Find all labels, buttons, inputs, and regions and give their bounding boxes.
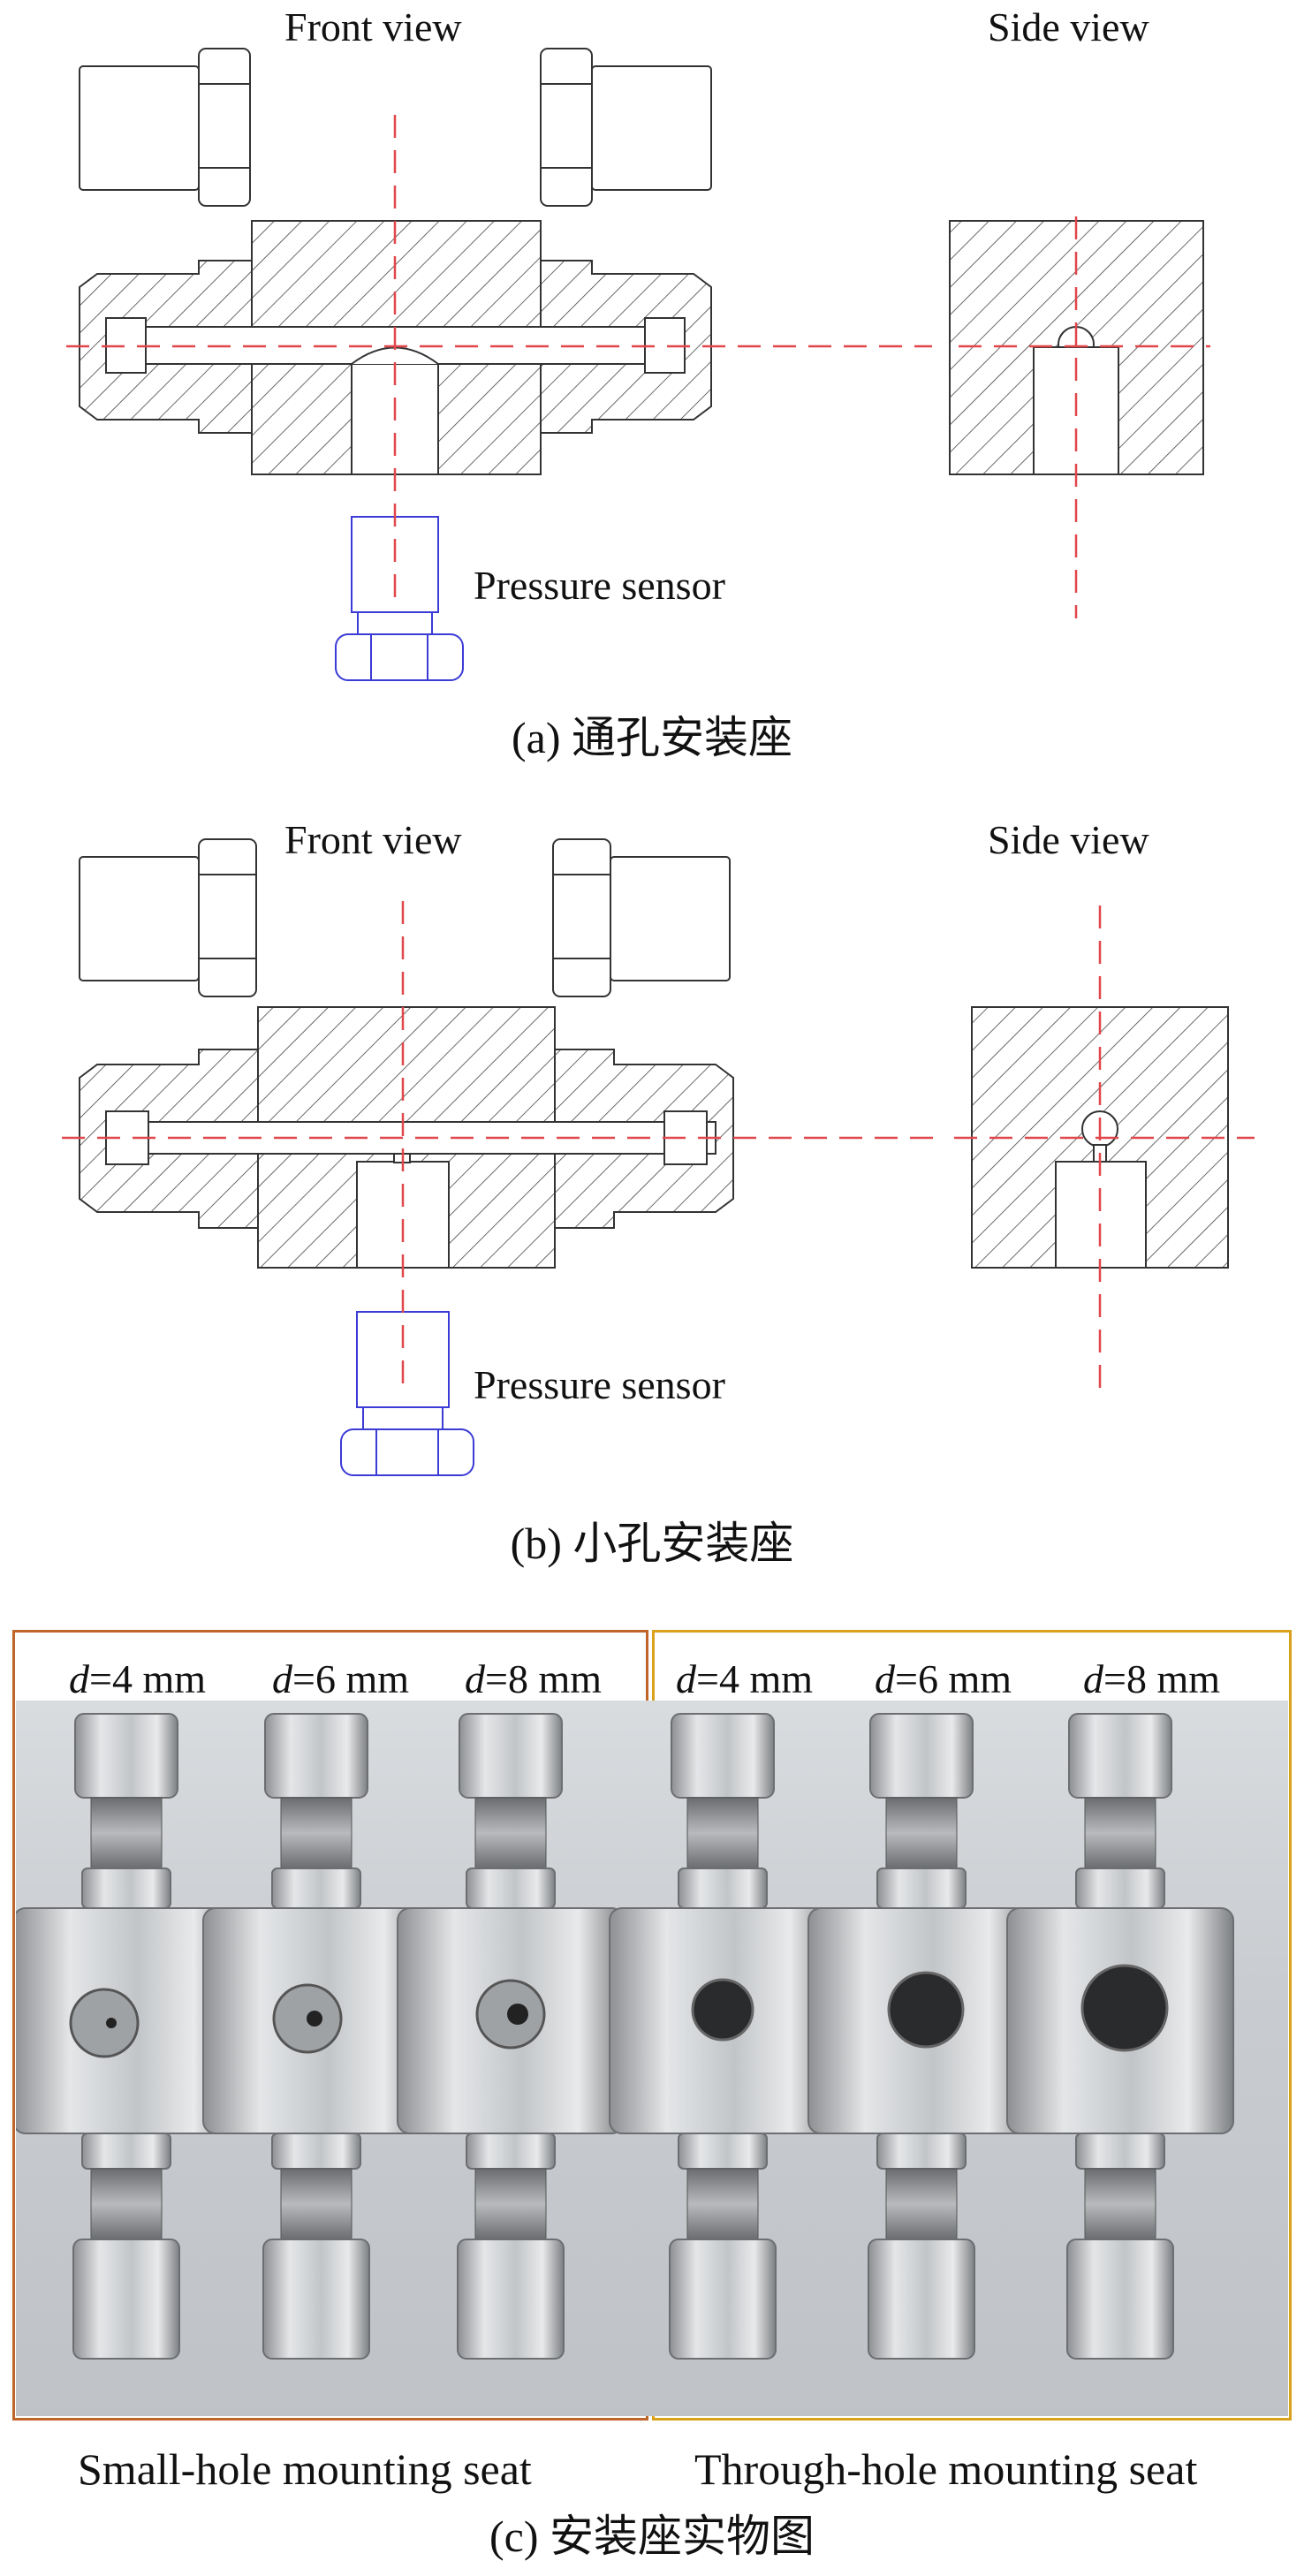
side-view-label-a: Side view xyxy=(988,4,1149,49)
diameter-label-5: d=6 mm xyxy=(875,1656,1012,1701)
side-view-label-b: Side view xyxy=(988,817,1149,862)
fitting-left-top-b xyxy=(79,838,257,997)
diameter-label-3: d=8 mm xyxy=(465,1656,603,1701)
photo-illustration xyxy=(16,1713,1234,2360)
sensor-label-b: Pressure sensor xyxy=(474,1362,725,1407)
pressure-sensor-a xyxy=(335,516,464,681)
fitting-left-top-a xyxy=(79,48,251,207)
caption-a: (a) 通孔安装座 xyxy=(512,713,792,762)
fitting-right-top-b xyxy=(552,838,731,997)
caption-b: (b) 小孔安装座 xyxy=(510,1519,794,1568)
holes-through xyxy=(691,1964,1169,2052)
diameter-label-2: d=6 mm xyxy=(272,1656,410,1701)
centerlines-a xyxy=(66,115,1210,618)
through-hole-seat-label: Through-hole mounting seat xyxy=(694,2444,1198,2494)
centerlines-b xyxy=(62,901,1255,1396)
panel-a-drawing xyxy=(66,48,1210,681)
mounting-seats-photo xyxy=(16,1701,1288,2416)
front-view-label-b: Front view xyxy=(284,817,462,862)
holes-small xyxy=(69,1979,546,2058)
pressure-sensor-b xyxy=(340,1311,474,1476)
diameter-label-4: d=4 mm xyxy=(676,1656,814,1701)
small-hole-seat-label: Small-hole mounting seat xyxy=(78,2444,532,2494)
front-view-label-a: Front view xyxy=(284,4,462,49)
sensor-label-a: Pressure sensor xyxy=(474,563,725,608)
diameter-label-1: d=4 mm xyxy=(69,1656,207,1701)
caption-c: (c) 安装座实物图 xyxy=(489,2512,815,2561)
diameter-label-6: d=8 mm xyxy=(1083,1656,1221,1701)
panel-b-drawing xyxy=(62,838,1255,1476)
front-body-a xyxy=(79,220,712,475)
fitting-right-top-a xyxy=(540,48,712,207)
